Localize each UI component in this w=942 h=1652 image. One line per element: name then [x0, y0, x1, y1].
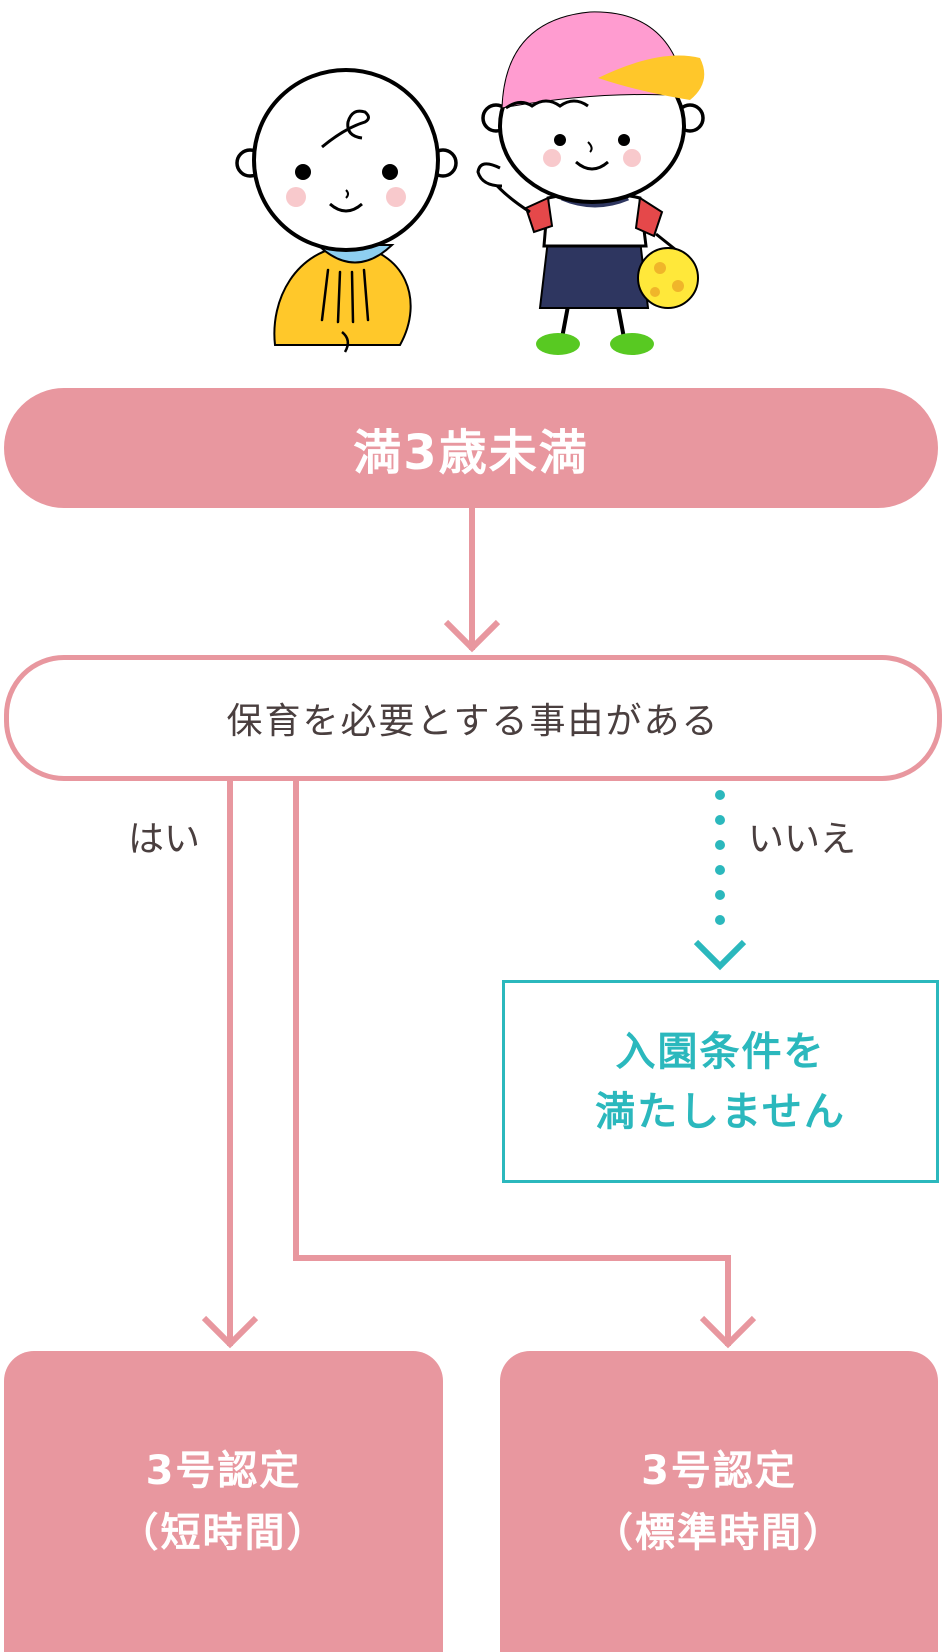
not-eligible-line1: 入園条件を	[615, 1028, 826, 1075]
arrowhead-standard	[699, 1315, 757, 1349]
baby-illustration	[235, 68, 458, 353]
result-short-line2: （短時間）	[118, 1509, 329, 1556]
result-short-time: 3号認定 （短時間）	[4, 1351, 443, 1652]
children-illustration	[235, 11, 705, 355]
result-short-line1: 3号認定	[145, 1447, 302, 1494]
childcare-need-question-node: 保育を必要とする事由がある	[4, 655, 942, 781]
kid-illustration	[476, 11, 705, 355]
connector-no	[715, 790, 725, 925]
yes-label: はい	[128, 819, 201, 860]
childcare-need-question-label: 保育を必要とする事由がある	[226, 701, 720, 742]
arrowhead-short	[201, 1315, 259, 1349]
age-condition-label: 満3歳未満	[353, 425, 589, 481]
result-standard-line2: （標準時間）	[593, 1509, 845, 1556]
no-label: いいえ	[748, 819, 857, 860]
result-standard-line1: 3号認定	[641, 1447, 797, 1494]
age-condition-node: 満3歳未満	[4, 388, 938, 508]
arrowhead-no	[693, 939, 747, 971]
result-standard-time: 3号認定 （標準時間）	[500, 1351, 938, 1652]
connector-yes-standard	[293, 776, 731, 1346]
not-eligible-line2: 満たしません	[595, 1088, 846, 1135]
not-eligible-result: 入園条件を 満たしません	[502, 980, 939, 1183]
arrowhead-question	[443, 619, 501, 653]
